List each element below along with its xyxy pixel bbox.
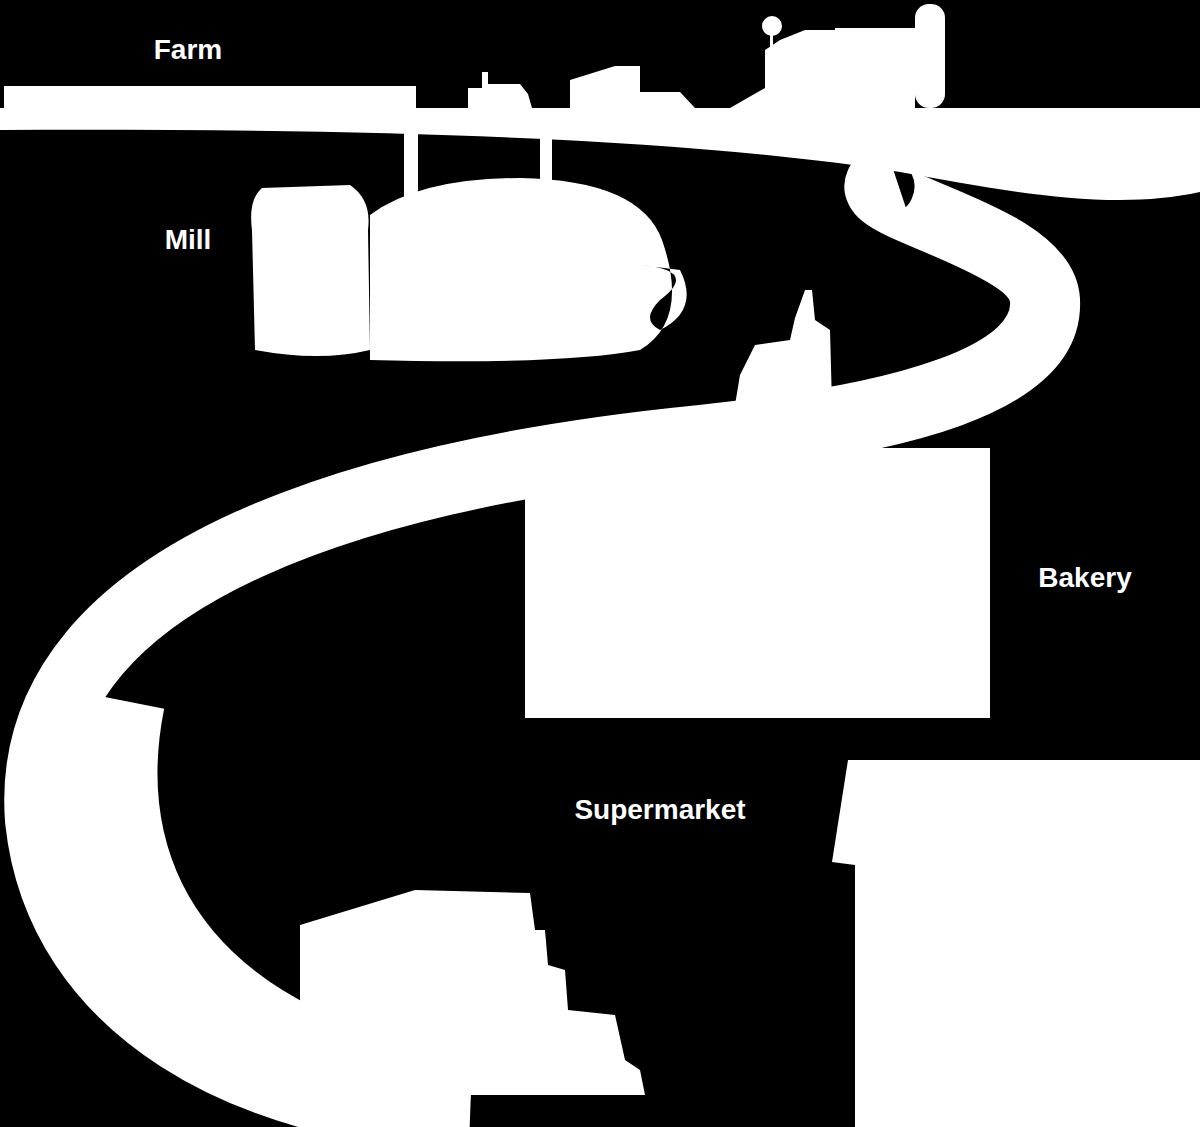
stage-label: Farm: [154, 36, 222, 64]
supermarket-building: [832, 760, 1200, 1127]
farm-truck: [570, 66, 695, 108]
bakery-building: [525, 448, 990, 718]
tractor: [468, 72, 532, 108]
chute: [404, 118, 418, 198]
farm-ground: [0, 108, 1200, 200]
mill: [370, 178, 687, 361]
stage-label: Supermarket: [574, 796, 745, 824]
windmill-wheel: [762, 16, 782, 36]
stage-label: Mill: [165, 226, 212, 254]
silo: [915, 4, 945, 108]
windmill-pole: [770, 28, 773, 88]
bread-truck: [300, 890, 645, 1095]
stage-label: Bakery: [1038, 564, 1131, 592]
silhouettes: [0, 4, 1200, 1127]
flour-truck: [735, 290, 832, 405]
barn: [730, 28, 915, 108]
flour-sack: [251, 185, 370, 356]
wheat-field: [4, 86, 416, 110]
